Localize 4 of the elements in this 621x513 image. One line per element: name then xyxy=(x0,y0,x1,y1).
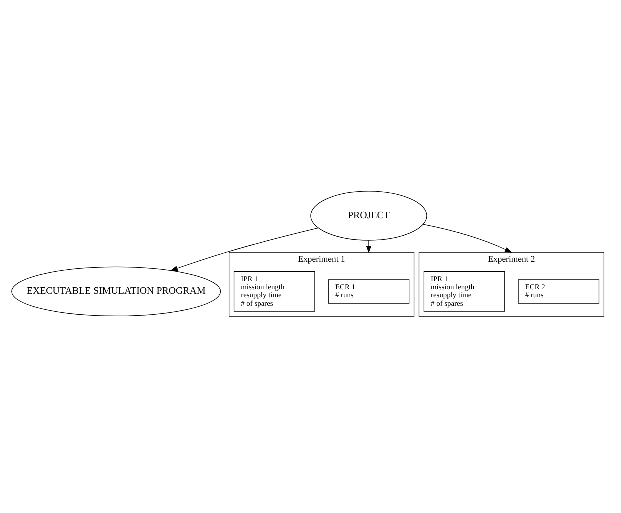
arrow xyxy=(170,228,319,272)
arrow xyxy=(423,224,513,254)
node-ellipse: PROJECT xyxy=(310,191,428,241)
arrow xyxy=(366,240,372,254)
